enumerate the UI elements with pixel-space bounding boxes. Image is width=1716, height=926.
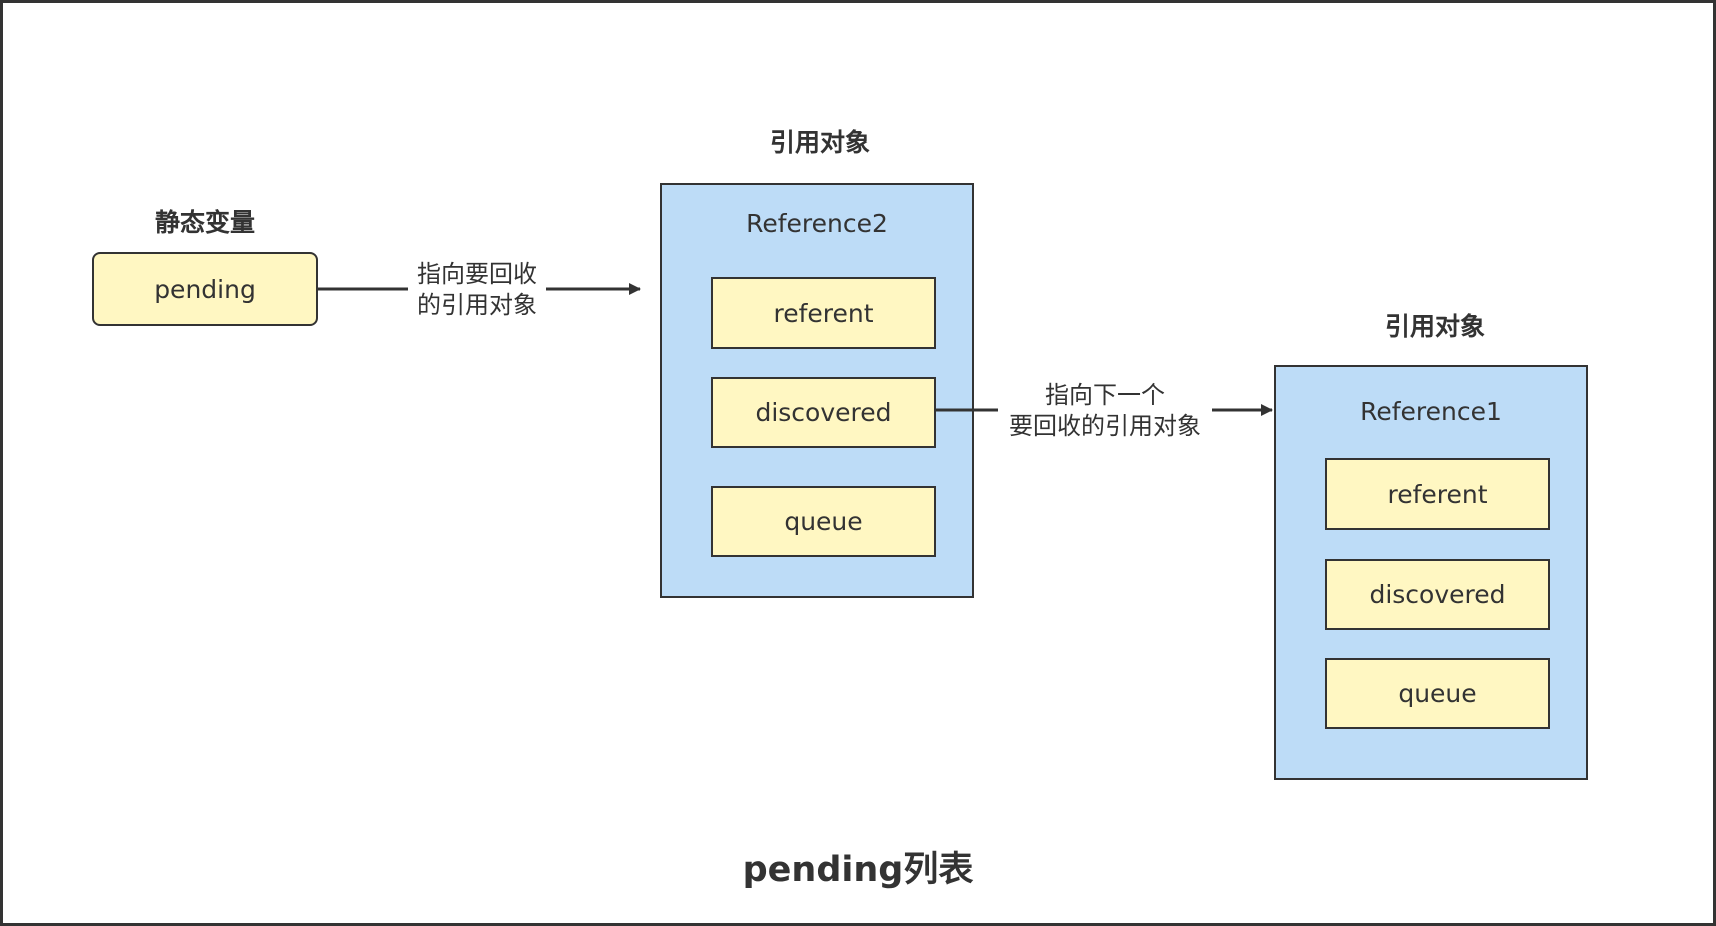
diagram-title: pending列表 xyxy=(742,850,974,890)
static-var-heading: 静态变量 xyxy=(154,208,255,237)
ref2-field-referent: referent xyxy=(711,277,936,349)
ref1-field-queue: queue xyxy=(1325,658,1550,729)
ref2-field-queue: queue xyxy=(711,486,936,557)
pending-box: pending xyxy=(92,252,318,326)
edge2-label: 指向下一个 要回收的引用对象 xyxy=(998,380,1212,442)
ref1-field-discovered-label: discovered xyxy=(1369,580,1506,609)
pending-box-label: pending xyxy=(154,274,256,304)
reference1-object: Reference1 referent discovered queue xyxy=(1274,365,1588,780)
reference2-object: Reference2 referent discovered queue xyxy=(660,183,974,598)
ref2-field-discovered-label: discovered xyxy=(755,398,892,427)
ref1-heading: 引用对象 xyxy=(1384,312,1485,341)
reference1-title: Reference1 xyxy=(1360,397,1502,426)
edge2-label-line2: 要回收的引用对象 xyxy=(1009,412,1201,440)
ref1-field-referent-label: referent xyxy=(1387,479,1488,509)
ref2-field-discovered: discovered xyxy=(711,377,936,448)
ref2-field-referent-label: referent xyxy=(773,298,874,328)
ref2-heading: 引用对象 xyxy=(769,128,870,157)
edge1-label: 指向要回收 的引用对象 xyxy=(408,259,546,321)
edge1-label-line1: 指向要回收 xyxy=(417,260,537,288)
ref2-field-queue-label: queue xyxy=(784,507,863,536)
ref1-field-referent: referent xyxy=(1325,458,1550,530)
reference2-title: Reference2 xyxy=(746,209,888,238)
ref1-field-queue-label: queue xyxy=(1398,679,1477,708)
ref1-field-discovered: discovered xyxy=(1325,559,1550,630)
edge2-label-line1: 指向下一个 xyxy=(1045,381,1165,409)
edge1-label-line2: 的引用对象 xyxy=(417,291,537,319)
